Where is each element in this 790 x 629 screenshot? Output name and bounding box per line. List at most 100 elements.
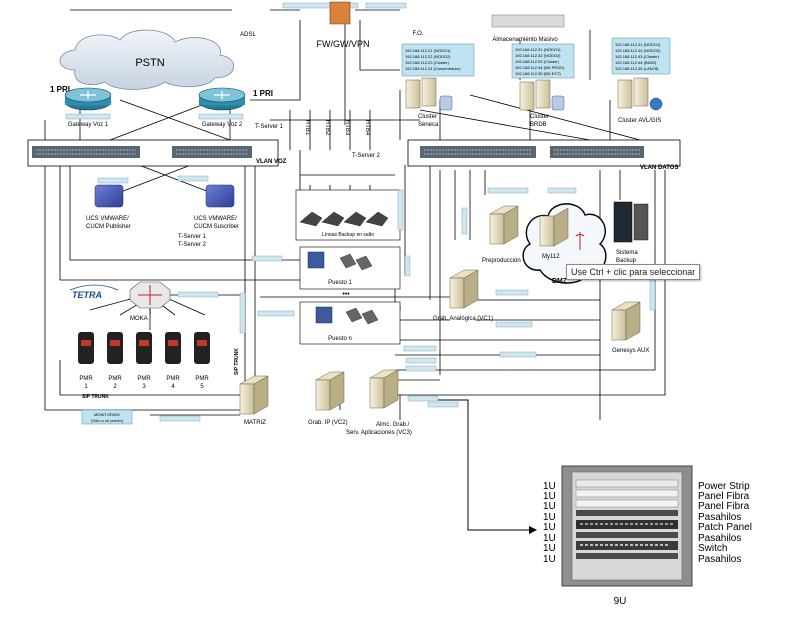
pmr-number: 5 [200, 384, 204, 390]
tserver1-top-label: T-Server 1 [255, 124, 284, 130]
pmr-radios: PMR 1 PMR 2 PMR 3 PMR 4 PMR 5 [78, 332, 210, 390]
cucm-pub-line2: CUCM Publisher [86, 224, 131, 230]
pmr-number: 2 [113, 384, 117, 390]
radio-icon [136, 332, 152, 364]
server-icon [519, 81, 535, 111]
gateway-1: Gateway Voz 1 [64, 87, 112, 128]
genesys-label: Genesys AUX [612, 348, 649, 354]
tape-library-icon [613, 201, 633, 243]
cluster-seneca-label: Cluster [418, 114, 437, 120]
monitoring-box: MONITORING (Sólo a un puerto) [81, 409, 133, 425]
rack-legend: Power Strip Panel Fibra Panel Fibra Pasa… [698, 481, 752, 565]
rack-unit-label: 1U [543, 554, 556, 565]
cucm-suscriber: UCS VMWARE/ CUCM Suscriber [194, 184, 239, 230]
monitor-icon [339, 253, 373, 271]
rack-item-label: Switch [698, 543, 727, 554]
pmr-label: PMR [79, 376, 93, 382]
moka-label: MOKA [130, 316, 148, 322]
dmz-label: DMZ [552, 278, 568, 285]
server-preprod: Preproducción [482, 205, 521, 264]
rack-item-label: Patch Panel [698, 522, 752, 533]
pmr-number: 1 [84, 384, 88, 390]
server-genesys: Genesys AUX [611, 301, 649, 354]
ip-phone-icon [315, 306, 333, 324]
pmr-radio: PMR 1 [78, 332, 94, 390]
rack-item-label: Pasahilos [698, 512, 741, 523]
ucs-icon [94, 184, 124, 208]
antenna-icon [575, 232, 585, 250]
gw1-label: Gateway Voz 1 [68, 122, 109, 128]
ipbox-avl: 192.168.112.41 (NODO1) 192.168.112.42 (N… [611, 37, 671, 75]
pstn-cloud: PSTN [59, 29, 235, 90]
vlan-datos-label: VLAN DATOS [640, 165, 678, 171]
grabip-label: Grab. IP (VC2) [308, 420, 348, 426]
server-grabip: Grab. IP (VC2) [308, 371, 348, 426]
sip-trunk-label: SIP TRUNK [82, 394, 109, 400]
rack-total-label: 9U [614, 596, 627, 607]
cucm-publisher: UCS VMWARE/ CUCM Publisher [86, 184, 131, 230]
ipbox-brdb-line: 192.168.112.35 (BD EXT) [515, 71, 561, 76]
monitoring-note: (Sólo a un puerto) [91, 418, 124, 423]
almc-label-1: Almc. Grab./ [376, 422, 410, 428]
moka-switch: MOKA [129, 281, 171, 322]
vlan-voz-switch-block: VLAN VOZ [27, 139, 287, 167]
matriz-label: MATRIZ [244, 420, 266, 426]
ipbox-brdb-line: 192.168.112.33 (Cluster) [515, 59, 560, 64]
server-matriz: MATRIZ [239, 375, 269, 426]
database-icon [551, 95, 565, 111]
cluster-avl: Cluster AVL/GIS [617, 77, 663, 124]
rack-unit-label: 1U [543, 491, 556, 502]
pri-left-label: 1 PRI [50, 85, 70, 94]
rtb3-label: RTB3 [344, 120, 350, 136]
rack-unit-label: 1U [543, 481, 556, 492]
ipbox-seneca-line: 192.168.112.22 (NODO2) [405, 54, 451, 59]
rack-item-label: Panel Fibra [698, 501, 750, 512]
server-icon [535, 79, 551, 109]
almc-label-2: Serv. Aplicaciones (VC3) [346, 430, 412, 436]
puesto-1: Puesto 1 [299, 246, 401, 290]
pmr-label: PMR [166, 376, 180, 382]
my112-label: My112 [542, 254, 560, 260]
ipbox-avl-line: 192.168.112.41 (NODO1) [615, 42, 661, 47]
rack [561, 465, 693, 587]
server-icon [633, 77, 649, 107]
pmr-number: 3 [142, 384, 146, 390]
rack-unit-label: 1U [543, 512, 556, 523]
tetra-logo: TETRA [72, 290, 102, 300]
server-icon [449, 277, 465, 309]
lineas-backup: Líneas Backup en salto [295, 189, 401, 241]
cucm-pub-line1: UCS VMWARE/ [86, 216, 129, 222]
rack-item-label: Panel Fibra [698, 491, 750, 502]
link-ip-tags [97, 175, 656, 422]
ipbox-seneca-line: 192.168.112.21 (NODO1) [405, 48, 451, 53]
rack-unit-label: 1U [543, 543, 556, 554]
server-icon [617, 79, 633, 109]
ipbox-avl-line: 192.168.112.43 (Cluster) [615, 54, 660, 59]
pmr-radio: PMR 4 [165, 332, 181, 390]
server-analog: Grab. Analógica (VC1) [433, 269, 493, 322]
rack-item-label: Pasahilos [698, 533, 741, 544]
rack-unit-label: 1U [543, 501, 556, 512]
rtb2-label: RTB2 [324, 120, 330, 136]
ipbox-brdb: 192.168.112.31 (NODO1) 192.168.112.32 (N… [511, 43, 575, 79]
globe-icon [649, 97, 663, 111]
puesto-1-label: Puesto 1 [328, 280, 352, 286]
backup-label-2: Backup [616, 258, 637, 264]
adsl-label: ADSL [240, 32, 256, 38]
gw2-label: Gateway Voz 2 [202, 122, 243, 128]
sip-trunk-vertical-label: SIP TRUNK [234, 348, 240, 375]
switch-icon [32, 146, 140, 158]
rtb4-label: RTB4 [364, 120, 370, 136]
ipbox-seneca-line: 192.168.112.23 (Cluster) [405, 60, 450, 65]
server-icon [315, 379, 331, 411]
radio-icon [78, 332, 94, 364]
pmr-label: PMR [108, 376, 122, 382]
backup-label-1: Sistema [616, 250, 638, 256]
switch-icon [172, 146, 252, 158]
phone-icon [365, 211, 389, 227]
ipbox-brdb-line: 192.168.112.32 (NODO2) [515, 53, 561, 58]
ucs-icon [205, 184, 235, 208]
radio-icon [165, 332, 181, 364]
gateway-2: Gateway Voz 2 [198, 87, 246, 128]
top-section: ADSL FW/GW/VPN F.O. Almacenamiento Masiv… [232, 1, 565, 49]
